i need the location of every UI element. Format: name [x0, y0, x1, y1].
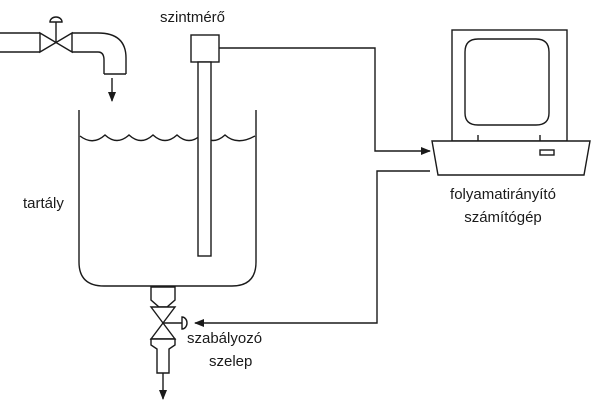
inlet-pipe — [0, 32, 127, 75]
control-valve — [149, 306, 188, 340]
control-signal-line — [194, 170, 430, 327]
tank-label: tartály — [23, 195, 64, 212]
outlet-reducer — [150, 286, 176, 308]
computer-label-line1: folyamatirányító — [450, 186, 556, 203]
level-meter-label: szintmérő — [160, 9, 226, 26]
computer-monitor — [451, 29, 568, 142]
level-meter-head — [190, 34, 220, 63]
tank-body — [78, 110, 257, 287]
liquid-surface — [79, 134, 256, 142]
valve-label-line1: szabályozó — [187, 330, 263, 347]
level-meter-probe — [197, 61, 212, 257]
outlet-pipe-section — [150, 338, 176, 374]
inlet-valve — [39, 16, 73, 54]
computer-label-line2: számítógép — [464, 209, 542, 226]
computer-base-unit — [431, 140, 591, 176]
valve-label-line2: szelep — [209, 353, 253, 370]
measurement-signal-line — [219, 47, 431, 155]
